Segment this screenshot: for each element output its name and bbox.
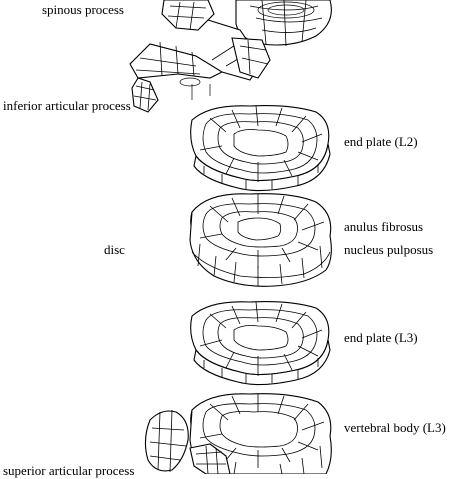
label-disc: disc — [104, 242, 125, 257]
label-superior-articular-process: superior articular process — [3, 463, 135, 478]
label-vertebral-body-l3: vertebral body (L3) — [344, 420, 446, 435]
label-spinous-process: spinous process — [42, 2, 124, 17]
label-end-plate-l3: end plate (L3) — [344, 330, 418, 345]
upper-vertebra — [129, 0, 332, 113]
end-plate-l3 — [190, 301, 331, 386]
lower-vertebra — [144, 393, 332, 475]
intervertebral-disc — [189, 193, 332, 287]
label-nucleus-pulposus: nucleus pulposus — [344, 242, 434, 257]
end-plate-l2 — [190, 105, 331, 192]
label-end-plate-l2: end plate (L2) — [344, 134, 418, 149]
label-anulus-fibrosus: anulus fibrosus — [344, 219, 424, 234]
label-inferior-articular-process: inferior articular process — [3, 98, 131, 113]
